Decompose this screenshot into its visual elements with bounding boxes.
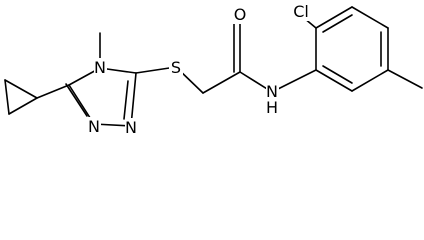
bond-ar-6-inner (322, 65, 353, 84)
bond-cp-triazole (36, 84, 70, 99)
bond-ch2-co (202, 71, 241, 94)
amide-hydrogen-label: H (266, 98, 278, 117)
sulfur-label: S (171, 58, 181, 77)
triazole-n1-label: N (88, 117, 100, 136)
bond-ar-6 (315, 69, 353, 92)
chlorine-label: Cl (293, 2, 309, 21)
amide-nitrogen-label: N (266, 82, 278, 101)
molecule-drawing: Cl O N H S N N N (4, 1, 423, 137)
triazole-n4-label: N (94, 58, 106, 77)
bond-c3-n2 (130, 72, 137, 127)
bond-cp-3 (8, 97, 38, 115)
bond-ar-2-inner (322, 14, 353, 33)
bond-n1-c5-double (65, 83, 88, 117)
carbonyl-oxygen-label: O (234, 5, 247, 24)
bond-ar-2 (315, 6, 353, 29)
structure-canvas: Cl O N H S N N N (4, 1, 423, 137)
bond-ar-3 (351, 6, 389, 29)
bond-ar-5 (351, 69, 389, 92)
triazole-n2-label: N (125, 118, 137, 137)
bond-ar-methyl (387, 69, 423, 89)
bond-c3-n2-double (123, 80, 129, 120)
bond-cp-1 (4, 79, 38, 99)
bond-n-aryl (271, 69, 317, 93)
cyclopropyl-ring (4, 79, 38, 115)
benzene-ring (315, 6, 389, 92)
bond-cp-2 (4, 79, 10, 115)
